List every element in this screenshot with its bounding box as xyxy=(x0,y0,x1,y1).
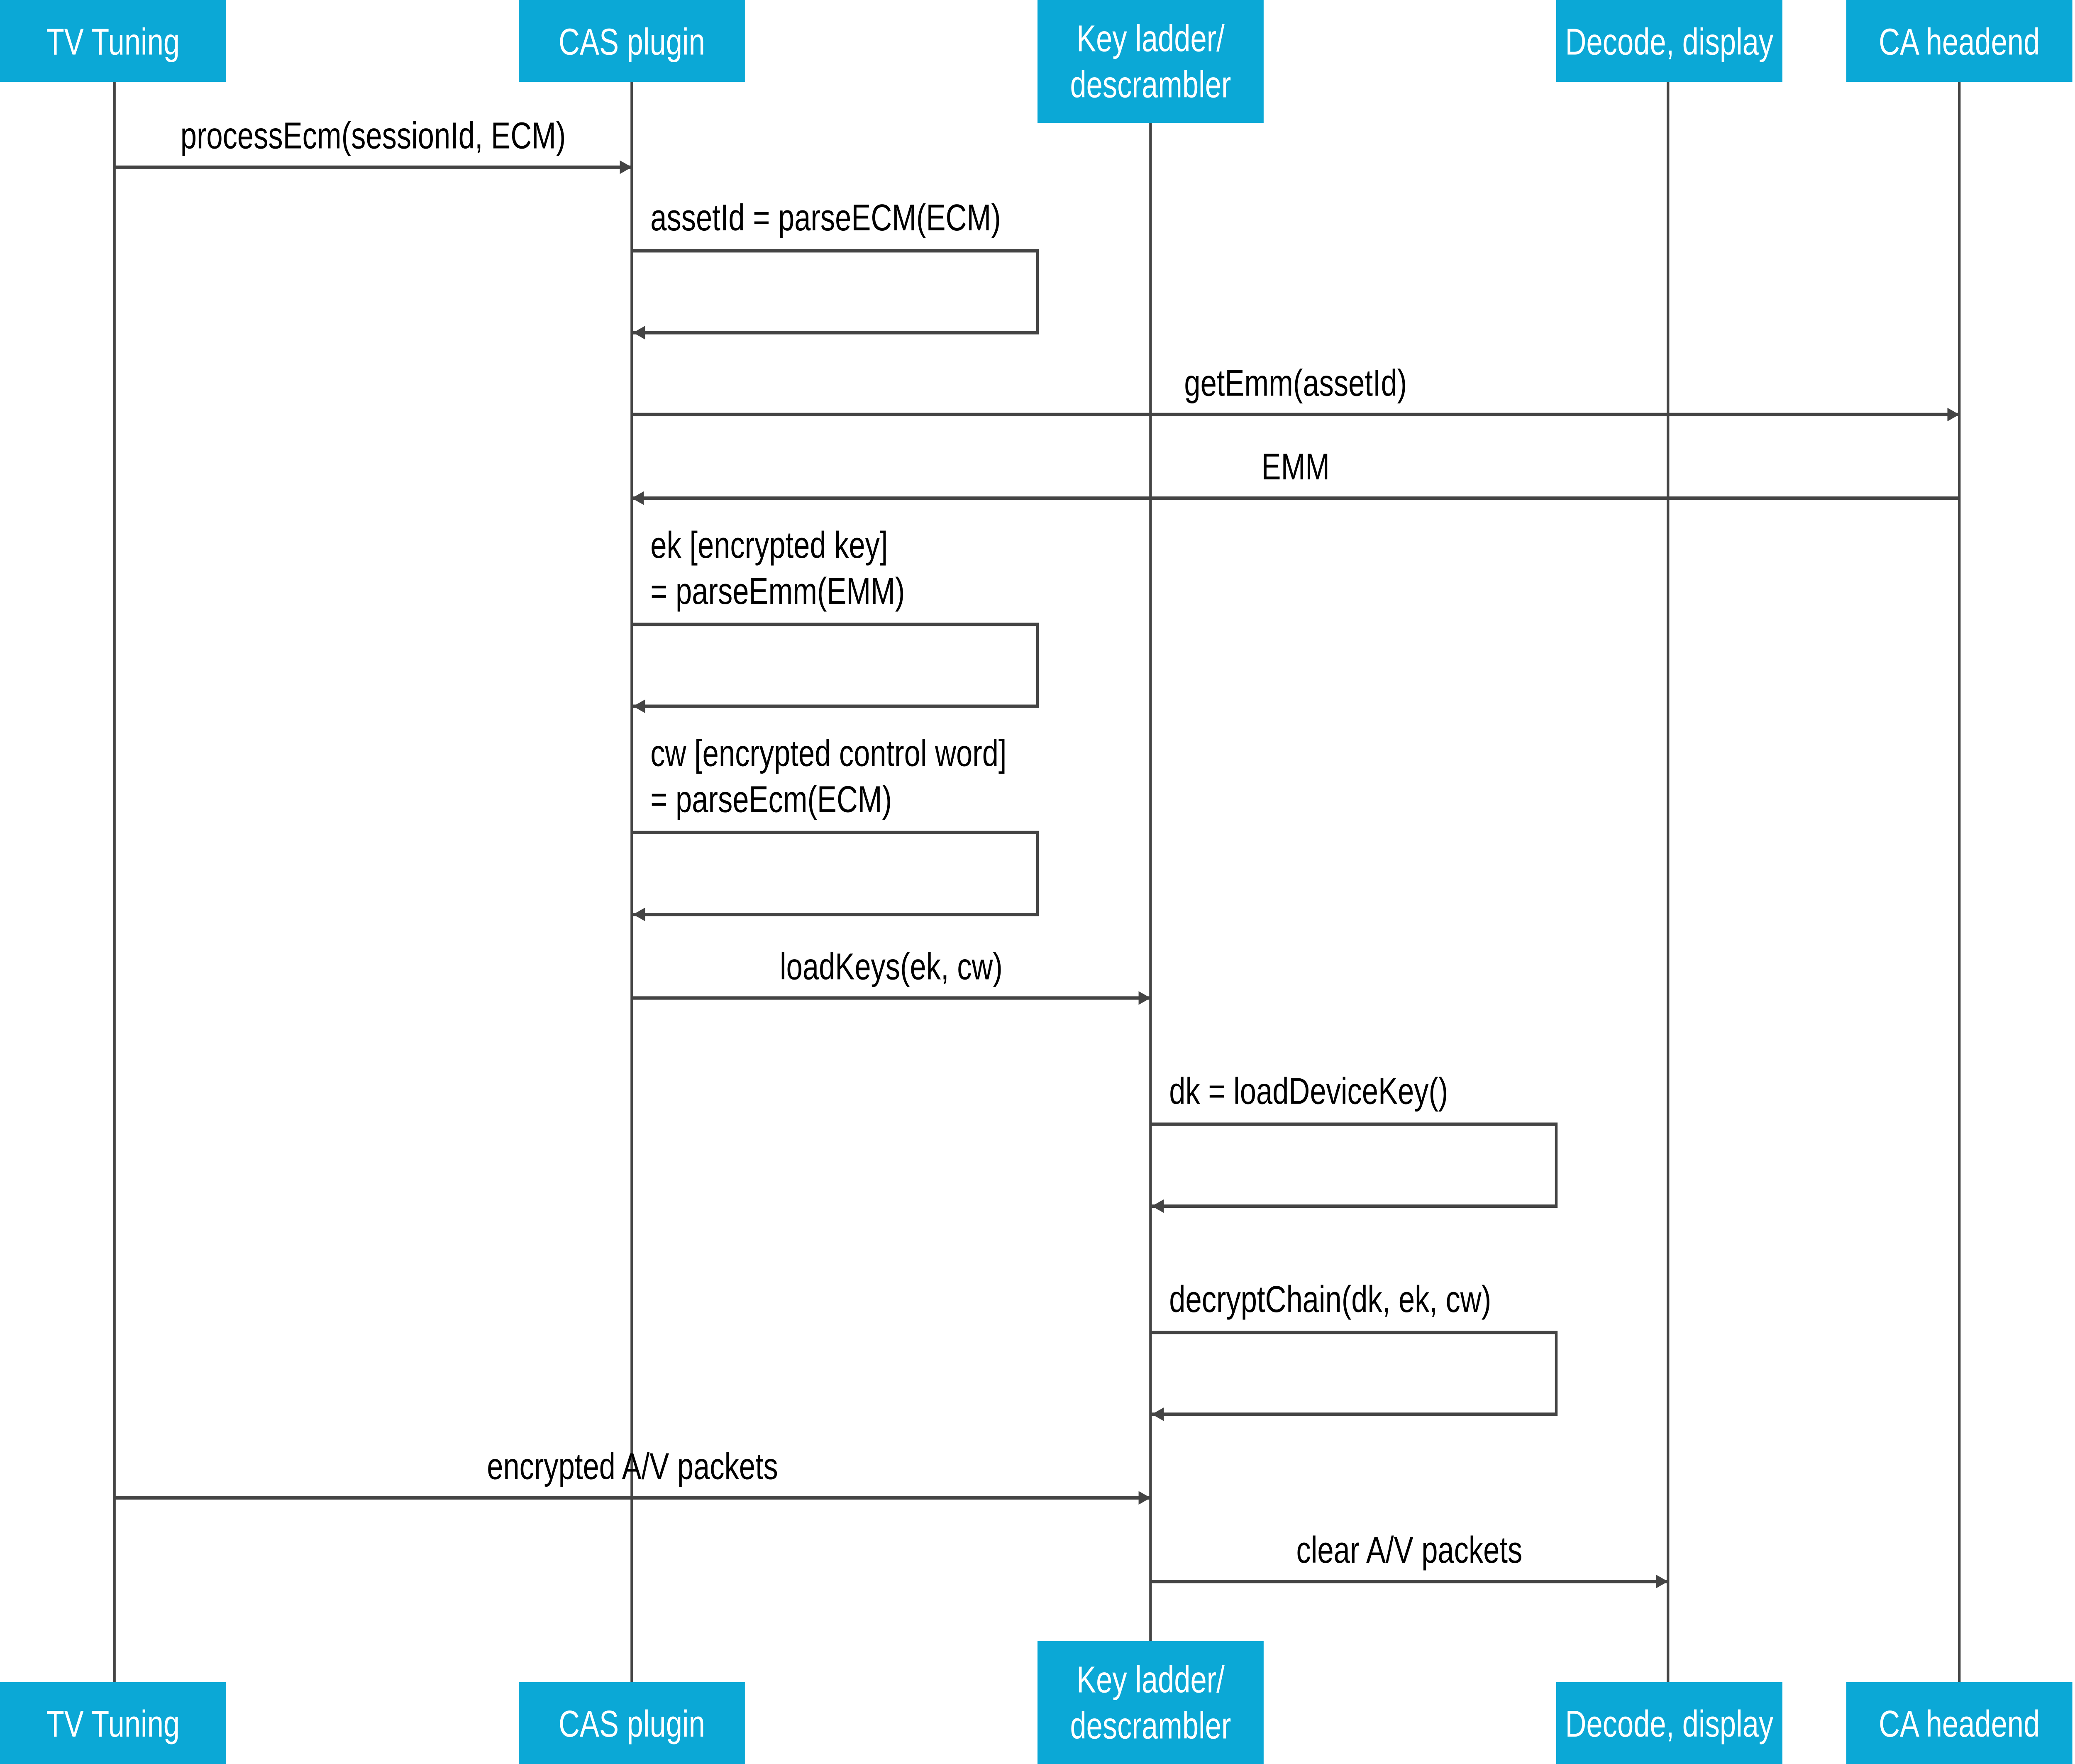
participant-label: descrambler xyxy=(1070,64,1231,105)
message: assetId = parseECM(ECM) xyxy=(632,197,1039,340)
participant-top: CA headend xyxy=(1846,0,2073,82)
participant-label: CA headend xyxy=(1879,21,2040,63)
participant-label: TV Tuning xyxy=(46,21,180,63)
participant-label: CA headend xyxy=(1879,1703,2040,1745)
participant-bottom: CAS plugin xyxy=(519,1682,745,1764)
message-label: clear A/V packets xyxy=(1296,1529,1522,1571)
message-label: EMM xyxy=(1262,446,1330,488)
participant-box xyxy=(1556,0,1782,82)
message: getEmm(assetId) xyxy=(632,362,1960,422)
participant-box xyxy=(1038,1641,1264,1764)
participant-bottom: Decode, display xyxy=(1556,1682,1782,1764)
message-label: = parseEmm(EMM) xyxy=(650,571,905,612)
message: loadKeys(ek, cw) xyxy=(632,946,1151,1005)
participant-bottom: TV Tuning xyxy=(0,1682,226,1764)
message-label: decryptChain(dk, ek, cw) xyxy=(1169,1278,1491,1320)
participant-label: Decode, display xyxy=(1565,21,1774,63)
self-message-arrow xyxy=(1150,1122,1558,1213)
message-label: ek [encrypted key] xyxy=(650,525,888,566)
message-label: dk = loadDeviceKey() xyxy=(1169,1070,1448,1112)
participant-box xyxy=(1846,0,2073,82)
message: cw [encrypted control word] = parseEcm(EC… xyxy=(632,733,1039,921)
message-label: getEmm(assetId) xyxy=(1184,362,1407,404)
participant-box xyxy=(0,1682,226,1764)
message-label: = parseEcm(ECM) xyxy=(650,779,892,820)
participant-top: TV Tuning xyxy=(0,0,226,82)
participant-label: CAS plugin xyxy=(559,1703,705,1745)
message: encrypted A/V packets xyxy=(114,1446,1151,1505)
participant-box xyxy=(1846,1682,2073,1764)
message: EMM xyxy=(632,446,1960,505)
participant-label: Key ladder/ xyxy=(1077,1659,1225,1700)
message: clear A/V packets xyxy=(1150,1529,1668,1588)
self-message-arrow xyxy=(1150,1330,1558,1421)
message: processEcm(sessionId, ECM) xyxy=(114,115,632,174)
participant-box xyxy=(0,0,226,82)
participant-top: Key ladder/descrambler xyxy=(1038,0,1264,123)
message: ek [encrypted key] = parseEmm(EMM) xyxy=(632,525,1039,713)
participant-label: TV Tuning xyxy=(46,1703,180,1745)
messages: processEcm(sessionId, ECM) assetId = pars… xyxy=(114,115,1960,1588)
message-label: cw [encrypted control word] xyxy=(650,733,1006,774)
participant-label: Key ladder/ xyxy=(1077,18,1225,59)
message-label: assetId = parseECM(ECM) xyxy=(650,197,1001,239)
message-label: encrypted A/V packets xyxy=(487,1446,778,1487)
participant-bottom: Key ladder/descrambler xyxy=(1038,1641,1264,1764)
message: dk = loadDeviceKey() xyxy=(1150,1070,1558,1213)
participant-label: Decode, display xyxy=(1565,1703,1774,1745)
message-label: loadKeys(ek, cw) xyxy=(780,946,1003,987)
self-message-arrow xyxy=(632,249,1039,340)
self-message-arrow xyxy=(632,831,1039,921)
message-label: processEcm(sessionId, ECM) xyxy=(181,115,566,156)
participant-box xyxy=(1556,1682,1782,1764)
message: decryptChain(dk, ek, cw) xyxy=(1150,1278,1558,1421)
participant-label: descrambler xyxy=(1070,1705,1231,1747)
participant-box xyxy=(1038,0,1264,123)
participant-box xyxy=(519,1682,745,1764)
self-message-arrow xyxy=(632,623,1039,713)
participant-top: CAS plugin xyxy=(519,0,745,82)
participant-top: Decode, display xyxy=(1556,0,1782,82)
participant-box xyxy=(519,0,745,82)
participant-bottom: CA headend xyxy=(1846,1682,2073,1764)
participant-label: CAS plugin xyxy=(559,21,705,63)
lifelines xyxy=(113,68,1961,1706)
